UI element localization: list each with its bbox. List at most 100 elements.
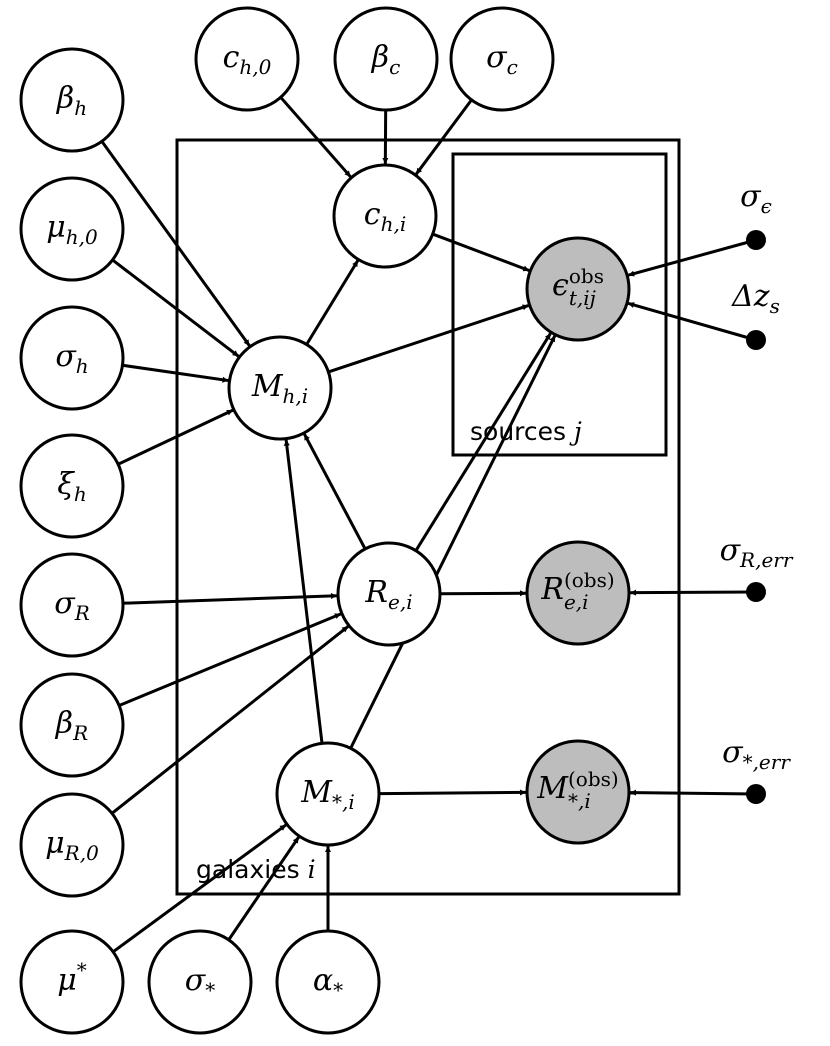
- node-circle: [525, 236, 631, 342]
- edge-sigma_c-to-c_hi: [414, 98, 473, 176]
- edge-sigma_star-to-M_si: [227, 836, 300, 941]
- edge-M_si-to-M_obs: [378, 789, 527, 796]
- node-circle: [332, 163, 438, 269]
- edge-sigma_star_err-to-M_obs: [629, 789, 757, 796]
- node-xi-h: ξh: [19, 433, 125, 539]
- node-circle: [333, 6, 439, 112]
- galaxies-plate-label: galaxies i: [196, 855, 316, 884]
- edge-delta_zs-to-eps_obs: [627, 301, 757, 342]
- node-label: σ*: [185, 963, 215, 1002]
- node-circle: [147, 929, 253, 1035]
- node-mu-h0: μh,0: [19, 176, 125, 282]
- node-circle: [19, 47, 125, 153]
- edge-beta_R-to-R_ei: [118, 612, 342, 707]
- node-M-obs: M(obs)*,i: [525, 739, 631, 845]
- edge-mu_star-to-M_si: [112, 823, 287, 954]
- node-label: α*: [313, 963, 343, 1002]
- plate-labels: galaxies i sources j: [196, 417, 582, 884]
- edge-sigma_h-to-M_hi: [122, 363, 229, 383]
- edge-sigma_R_err-to-R_obs: [629, 589, 757, 596]
- node-label: ch,0: [223, 40, 272, 79]
- node-circle: [19, 552, 125, 658]
- fixed-sigma-star-err: σ*,err: [722, 735, 791, 804]
- node-alpha-star: α*: [275, 929, 381, 1035]
- node-circle: [19, 672, 125, 778]
- node-R-ei: Re,i: [336, 541, 442, 647]
- node-sigma-h: σh: [19, 305, 125, 411]
- sources-plate: [451, 152, 668, 457]
- nodes: ch,0 βc σc βh μh,0 σh ξh σR βR μR,0 μ* σ* α* ch,iMh,i…: [19, 6, 794, 1035]
- node-beta-h: βh: [19, 47, 125, 153]
- fixed-label: σϵ: [740, 179, 772, 218]
- node-circle: [275, 741, 381, 847]
- node-label: μ*: [57, 958, 87, 998]
- edge-M_hi-to-c_hi: [305, 259, 360, 346]
- edge-c_hi-to-eps_obs: [432, 232, 530, 273]
- node-circle: [525, 739, 631, 845]
- node-beta-c: βc: [333, 6, 439, 112]
- node-circle: [19, 792, 125, 898]
- node-circle: [19, 929, 125, 1035]
- node-c-h0: ch,0: [194, 6, 300, 112]
- node-label: M(obs)*,i: [536, 767, 618, 813]
- edge-c_h0-to-c_hi: [279, 96, 352, 178]
- node-label: βh: [56, 81, 87, 120]
- fixed-dot: [746, 784, 766, 804]
- fixed-label: σ*,err: [722, 735, 791, 774]
- sources-plate-label: sources j: [470, 417, 582, 446]
- edge-M_si-to-M_hi: [283, 439, 324, 744]
- fixed-label: σR,err: [720, 533, 794, 572]
- node-sigma-c: σc: [449, 6, 555, 112]
- edge-beta_h-to-M_hi: [100, 140, 251, 347]
- fixed-delta-zs: Δzs: [731, 279, 780, 350]
- node-label: σh: [55, 339, 88, 378]
- node-M-si: M*,i: [275, 741, 381, 847]
- node-circle: [19, 433, 125, 539]
- node-circle: [227, 335, 333, 441]
- galaxies-plate: [175, 138, 681, 896]
- edge-R_ei-to-eps_obs: [414, 332, 552, 552]
- node-label: βR: [55, 706, 88, 745]
- node-circle: [194, 6, 300, 112]
- edge-sigma_R-to-R_ei: [122, 593, 338, 605]
- fixed-sigma-R-err: σR,err: [720, 533, 794, 602]
- node-label: Re,i: [364, 575, 412, 614]
- node-mu-R0: μR,0: [19, 792, 125, 898]
- edge-R_ei-to-M_hi: [302, 433, 367, 550]
- edge-M_hi-to-eps_obs: [327, 303, 530, 374]
- node-label: σc: [486, 40, 518, 79]
- node-circle: [19, 176, 125, 282]
- edge-mu_h0-to-M_hi: [111, 258, 240, 358]
- fixed-dot: [746, 230, 766, 250]
- node-c-hi: ch,i: [332, 163, 438, 269]
- fixed-dot: [746, 330, 766, 350]
- node-R-obs: R(obs)e,i: [525, 540, 631, 646]
- node-circle: [275, 929, 381, 1035]
- node-label: μh,0: [46, 210, 98, 249]
- node-label: Mh,i: [251, 369, 308, 408]
- edge-sigma_eps-to-eps_obs: [627, 238, 757, 277]
- node-circle: [336, 541, 442, 647]
- node-circle: [449, 6, 555, 112]
- node-M-hi: Mh,i: [227, 335, 333, 441]
- node-sigma-star: σ*: [147, 929, 253, 1035]
- edge-xi_h-to-M_hi: [117, 408, 234, 466]
- node-label: R(obs)e,i: [540, 568, 614, 614]
- node-circle: [19, 305, 125, 411]
- edge-M_si-to-eps_obs: [349, 334, 557, 749]
- node-label: M*,i: [300, 775, 354, 814]
- node-mu-star: μ*: [19, 929, 125, 1035]
- node-beta-R: βR: [19, 672, 125, 778]
- node-label: μR,0: [45, 826, 99, 865]
- node-label: βc: [371, 40, 401, 79]
- edges: [100, 96, 757, 954]
- node-label: σR: [54, 586, 90, 625]
- node-label: ξh: [57, 467, 86, 506]
- node-circle: [525, 540, 631, 646]
- fixed-dot: [746, 582, 766, 602]
- plates: [175, 138, 681, 896]
- edge-mu_R0-to-R_ei: [111, 625, 350, 815]
- node-sigma-R: σR: [19, 552, 125, 658]
